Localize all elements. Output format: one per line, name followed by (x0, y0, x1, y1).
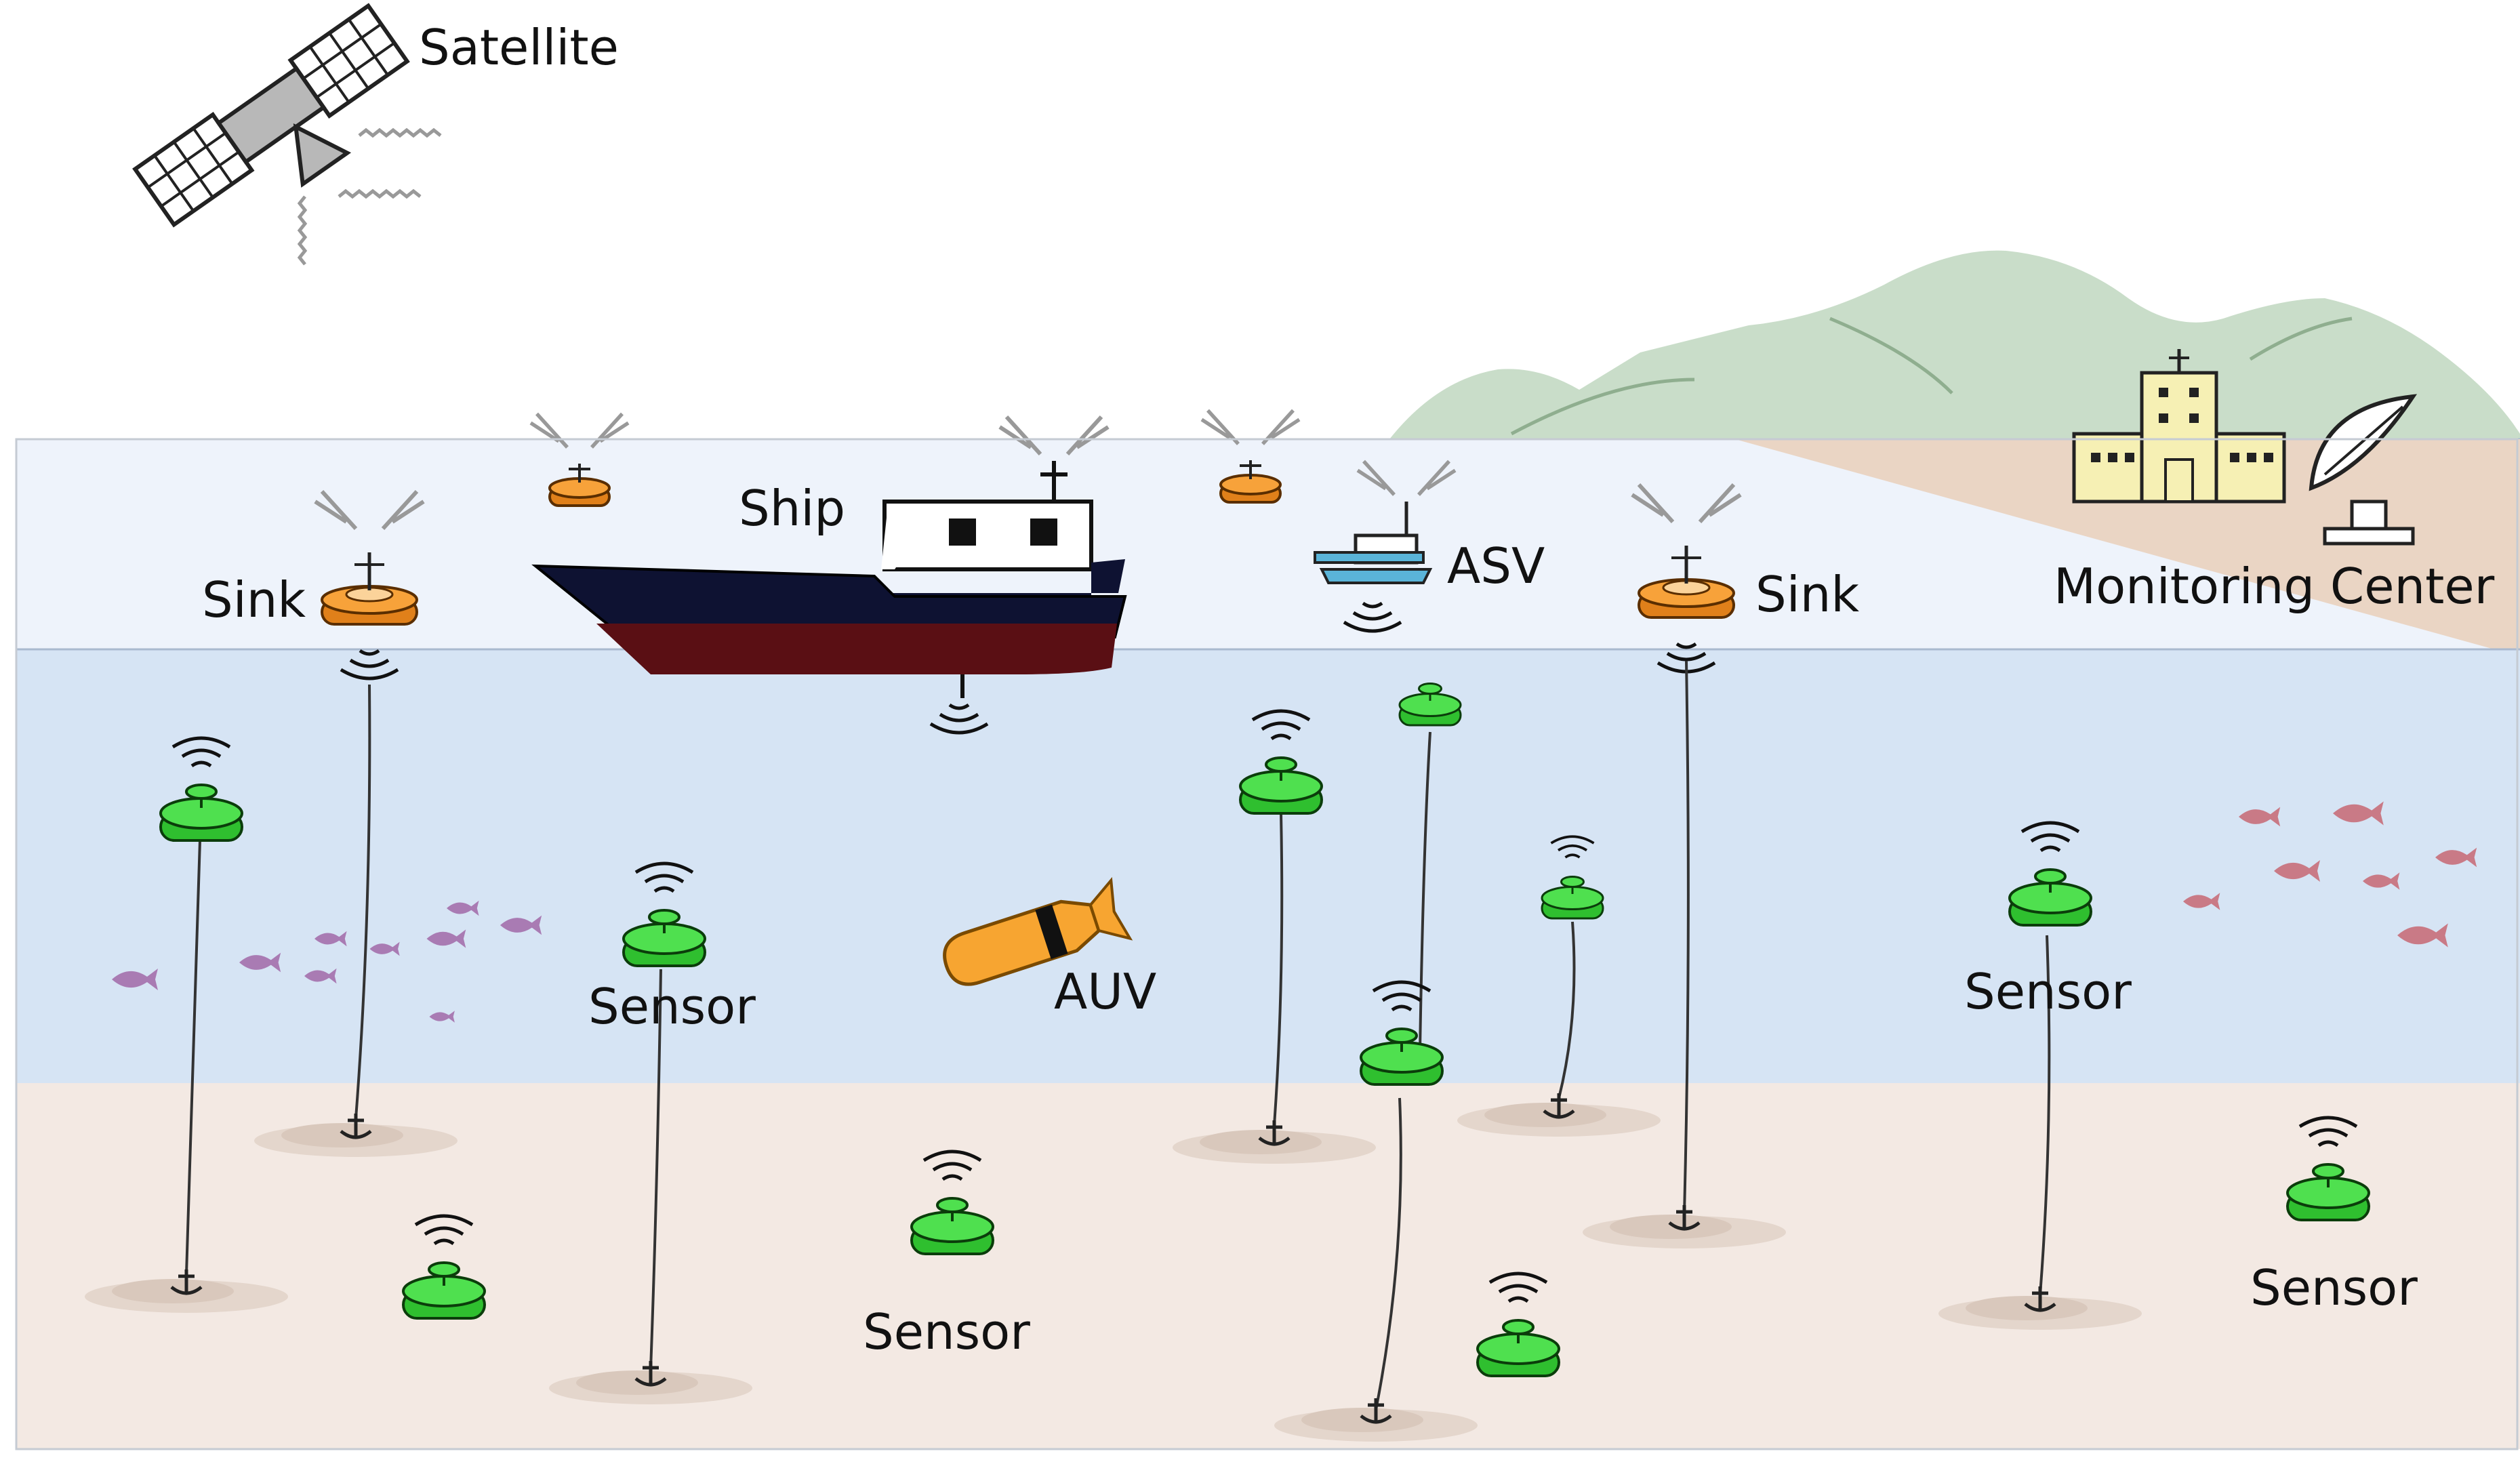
shore (1735, 439, 2520, 649)
auv-label: AUV (1054, 963, 1156, 1020)
sink-left-label: Sink (202, 571, 306, 628)
monitoring-center-label: Monitoring Center (2054, 558, 2495, 615)
satellite-icon (132, 3, 410, 228)
ship-label: Ship (739, 480, 845, 537)
sink-right-label: Sink (1755, 566, 1859, 623)
sensor-label-2: Sensor (1964, 963, 2132, 1020)
deep-water (16, 649, 2520, 1083)
satellite-dish-icon (2309, 394, 2418, 546)
asv-label: ASV (1447, 537, 1545, 594)
auv-icon (943, 876, 1133, 986)
building-icon (2072, 349, 2286, 504)
sensor-label-4: Sensor (2250, 1259, 2418, 1316)
ship-icon (531, 461, 1127, 698)
tether-lines (185, 660, 2051, 1410)
sensor-label-3: Sensor (863, 1303, 1030, 1360)
satellite-label: Satellite (419, 19, 619, 76)
sensor-label-1: Sensor (588, 978, 756, 1035)
asv-icon (1314, 502, 1433, 584)
satellite-signal (297, 127, 442, 266)
mountains-icon (1389, 250, 2520, 474)
